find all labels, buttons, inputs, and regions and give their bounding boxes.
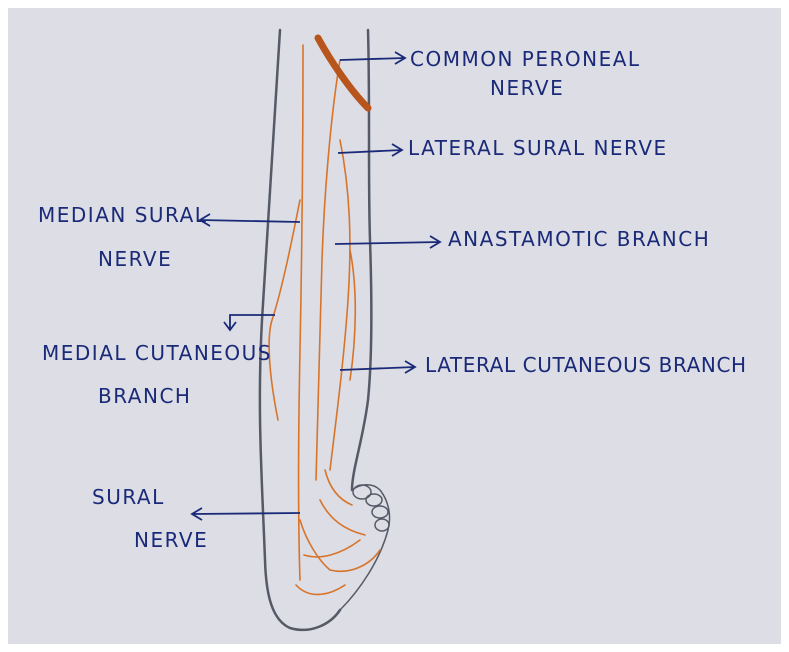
label-common-peroneal-1: COMMON PERONEAL (410, 47, 641, 71)
label-sural-2: NERVE (134, 528, 208, 552)
label-anastomotic: ANASTAMOTIC BRANCH (448, 227, 710, 251)
label-median-sural-2: NERVE (98, 247, 172, 271)
label-lateral-sural: LATERAL SURAL NERVE (408, 136, 668, 160)
label-sural-1: SURAL (92, 485, 165, 509)
label-medial-cutaneous-1: MEDIAL CUTANEOUS (42, 341, 272, 365)
label-median-sural-1: MEDIAN SURAL (38, 203, 207, 227)
paper-background (8, 8, 781, 644)
label-medial-cutaneous-2: BRANCH (98, 384, 191, 408)
label-lateral-cutaneous: LATERAL CUTANEOUS BRANCH (425, 353, 747, 377)
label-common-peroneal-2: NERVE (490, 76, 564, 100)
